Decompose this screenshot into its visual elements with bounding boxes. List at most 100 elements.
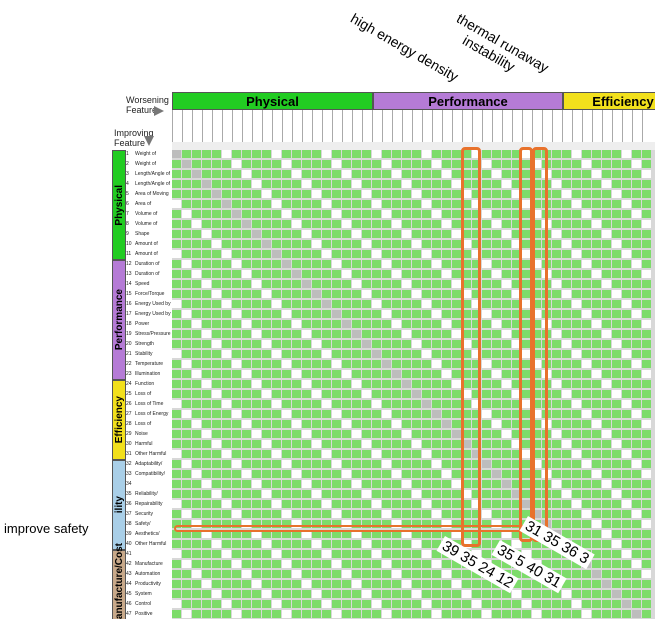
matrix-cell <box>492 600 501 608</box>
matrix-cell <box>302 440 311 448</box>
matrix-cell <box>412 450 421 458</box>
matrix-cell <box>172 210 181 218</box>
matrix-cell <box>172 440 181 448</box>
matrix-cell <box>632 390 641 398</box>
matrix-cell <box>272 460 281 468</box>
matrix-cell <box>412 330 421 338</box>
matrix-cell <box>412 310 421 318</box>
matrix-cell <box>212 550 221 558</box>
matrix-cell <box>272 450 281 458</box>
matrix-cell <box>392 430 401 438</box>
matrix-cell <box>422 600 431 608</box>
matrix-cell <box>412 200 421 208</box>
matrix-cell <box>352 370 361 378</box>
matrix-cell <box>612 160 621 168</box>
row-number: 38 <box>126 521 132 527</box>
matrix-cell <box>522 510 531 518</box>
row-text: Illumination Intensity <box>135 371 161 377</box>
matrix-cell <box>562 250 571 258</box>
matrix-cell <box>512 250 521 258</box>
matrix-cell <box>302 320 311 328</box>
matrix-cell <box>212 200 221 208</box>
matrix-cell <box>642 440 651 448</box>
matrix-cell <box>502 350 511 358</box>
matrix-cell <box>172 200 181 208</box>
matrix-cell <box>512 150 521 158</box>
matrix-cell <box>512 590 521 598</box>
matrix-cell <box>492 290 501 298</box>
matrix-cell <box>262 380 271 388</box>
matrix-cell <box>492 270 501 278</box>
matrix-cell <box>552 500 561 508</box>
matrix-cell <box>402 220 411 228</box>
matrix-cell <box>632 270 641 278</box>
matrix-cell <box>512 320 521 328</box>
matrix-cell <box>602 210 611 218</box>
matrix-cell <box>182 550 191 558</box>
matrix-cell <box>622 150 631 158</box>
matrix-cell <box>212 460 221 468</box>
matrix-cell <box>212 390 221 398</box>
matrix-cell <box>262 300 271 308</box>
matrix-cell <box>492 260 501 268</box>
matrix-cell <box>502 530 511 538</box>
matrix-cell <box>272 390 281 398</box>
matrix-cell <box>172 540 181 548</box>
matrix-cell <box>552 610 561 618</box>
matrix-cell <box>312 420 321 428</box>
matrix-cell <box>442 610 451 618</box>
matrix-cell <box>492 210 501 218</box>
matrix-cell <box>532 540 541 548</box>
matrix-cell <box>462 230 471 238</box>
matrix-cell <box>412 250 421 258</box>
matrix-cell <box>242 540 251 548</box>
matrix-cell <box>632 580 641 588</box>
matrix-cell <box>452 160 461 168</box>
matrix-cell <box>322 170 331 178</box>
matrix-cell <box>242 360 251 368</box>
matrix-cell <box>642 340 651 348</box>
matrix-cell <box>452 460 461 468</box>
matrix-cell <box>392 240 401 248</box>
matrix-cell <box>212 570 221 578</box>
matrix-cell <box>252 260 261 268</box>
matrix-cell <box>322 530 331 538</box>
matrix-cell <box>222 230 231 238</box>
matrix-cell <box>532 360 541 368</box>
matrix-cell <box>282 400 291 408</box>
matrix-cell <box>362 380 371 388</box>
matrix-cell <box>242 560 251 568</box>
matrix-cell <box>622 230 631 238</box>
matrix-cell <box>262 460 271 468</box>
matrix-cell <box>612 280 621 288</box>
matrix-cell <box>342 390 351 398</box>
matrix-cell <box>262 150 271 158</box>
matrix-cell <box>232 470 241 478</box>
matrix-cell <box>622 200 631 208</box>
matrix-cell <box>512 260 521 268</box>
matrix-cell <box>442 200 451 208</box>
matrix-cell <box>492 610 501 618</box>
matrix-cell <box>592 410 601 418</box>
matrix-cell <box>612 570 621 578</box>
highlight-column-temperature <box>532 147 548 542</box>
matrix-cell <box>552 380 561 388</box>
matrix-cell <box>382 190 391 198</box>
matrix-cell <box>182 340 191 348</box>
matrix-cell <box>622 190 631 198</box>
row-text: Positive Intangible <box>135 611 153 617</box>
matrix-cell <box>522 450 531 458</box>
matrix-cell <box>432 200 441 208</box>
matrix-cell <box>312 380 321 388</box>
matrix-cell <box>262 590 271 598</box>
matrix-cell <box>462 450 471 458</box>
matrix-cell <box>482 450 491 458</box>
matrix-cell <box>622 590 631 598</box>
matrix-cell <box>562 300 571 308</box>
matrix-cell <box>202 500 211 508</box>
matrix-cell <box>412 440 421 448</box>
matrix-cell <box>562 350 571 358</box>
matrix-cell <box>312 480 321 488</box>
matrix-cell <box>192 260 201 268</box>
matrix-cell <box>242 390 251 398</box>
